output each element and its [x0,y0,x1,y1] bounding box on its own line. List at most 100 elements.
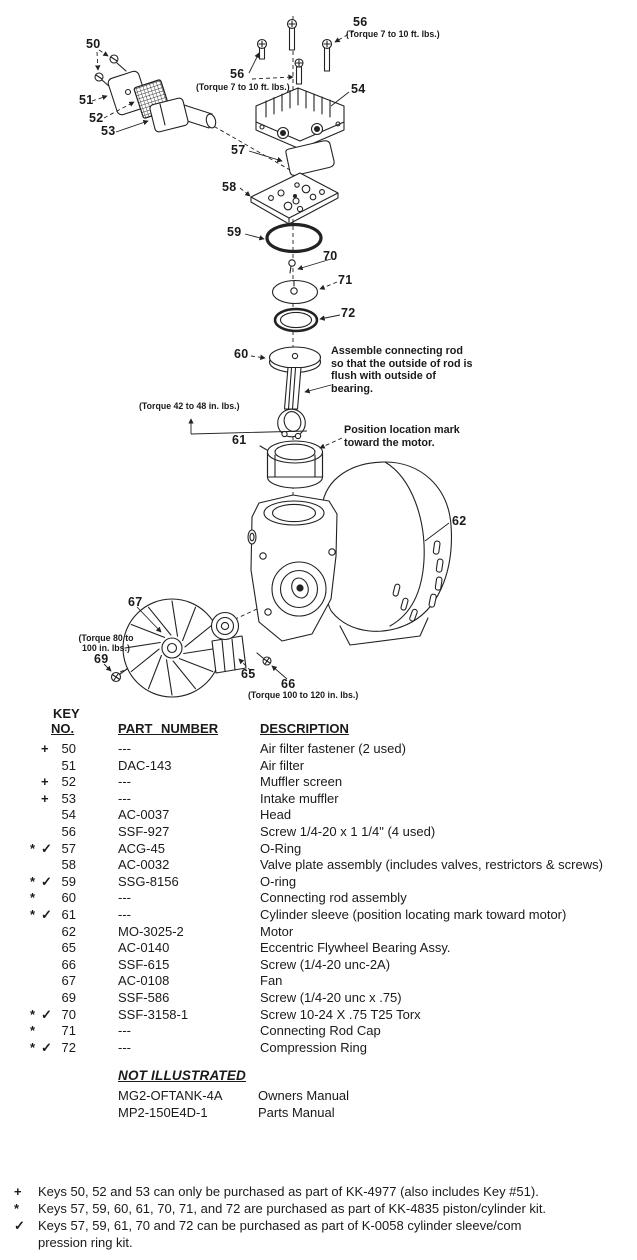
key-number: 59 [61,873,76,889]
torque-note-100-120: (Torque 100 to 120 in. lbs.) [248,690,359,700]
table-row: *✓61---Cylinder sleeve (position locatin… [0,907,637,924]
callout-67: 67 [128,595,143,609]
flag-star: * [30,873,36,889]
part-69-screw [110,668,128,683]
flag-star [30,857,41,874]
key-number: 51 [61,757,76,773]
key-number: 70 [61,1006,76,1022]
table-row: * 60 --- Connecting rod assembly [0,890,637,907]
callout-72: 72 [341,306,356,320]
part-description: Connecting rod assembly [260,890,407,906]
part-59-o-ring [265,222,323,254]
flag-mark [41,824,54,841]
part-number: DAC-143 [118,757,172,773]
part-description: Compression Ring [260,1039,367,1055]
footnotes: + Keys 50, 52 and 53 can only be purchas… [14,1184,620,1252]
part-67-fan [122,598,222,698]
part-60-connecting-rod [268,346,322,440]
footnote-text-line2: pression ring kit. [38,1234,133,1250]
part-number: AC-0037 [118,807,170,823]
part-description: Parts Manual [258,1104,335,1120]
key-number: 57 [61,840,76,856]
flag-mark [41,924,54,941]
flag-star: * [30,1006,36,1022]
part-number: SSF-615 [118,956,170,972]
callout-54: 54 [351,82,366,96]
part-70-screw [288,259,296,274]
flag-star [30,774,41,791]
part-65-eccentric-bearing [210,611,247,674]
flag-star [30,807,41,824]
key-number: 58 [61,857,76,873]
callout-50: 50 [86,37,101,51]
flag-star: * [30,890,36,906]
part-number: SSF-586 [118,989,170,1005]
torque-note-7-10-mid: (Torque 7 to 10 ft. lbs.) [196,82,290,92]
flag-mark: + [41,741,49,756]
header-part-number: PART NUMBER [118,721,219,736]
part-number: --- [118,790,131,806]
key-number: 54 [61,807,76,823]
part-description: Owners Manual [258,1088,350,1103]
part-description: Air filter fastener (2 used) [260,741,406,756]
table-row: +53---Intake muffler [0,791,637,808]
part-number: AC-0032 [118,857,170,873]
part-57-o-ring-gasket [285,140,335,176]
torque-note-80-100: (Torque 80 to 100 in. lbs.) [78,633,134,653]
footnote-text: Keys 57, 59, 60, 61, 70, 71, and 72 are … [38,1201,547,1216]
header-key-line2: NO. [51,721,75,736]
callout-71: 71 [338,273,353,287]
table-row: *✓72---Compression Ring [0,1040,637,1057]
callout-52: 52 [89,111,104,125]
part-description: Cylinder sleeve (position locating mark … [260,906,567,922]
part-description: Screw 1/4-20 x 1 1/4" (4 used) [260,823,436,839]
not-illustrated-row: MP2-150E4D-1 Parts Manual [118,1105,349,1122]
callout-59: 59 [227,225,242,239]
flag-star: * [30,840,36,856]
part-description: Intake muffler [260,790,339,806]
key-number: 62 [61,923,76,939]
part-description: Screw 10-24 X .75 T25 Torx [260,1006,421,1022]
flag-star: * [30,1023,36,1039]
key-number: 60 [61,890,76,906]
part-number: SSF-927 [118,823,170,839]
part-description: Muffler screen [260,774,343,790]
part-description: Motor [260,923,294,939]
flag-star [30,940,41,957]
flag-mark [41,758,54,775]
flag-star [30,957,41,974]
part-50-air-filter-fasteners [94,54,127,89]
flag-mark [41,857,54,874]
key-number: 56 [61,823,76,839]
flag-mark [41,1023,54,1040]
part-number: --- [118,1039,131,1055]
table-row: 56 SSF-927 Screw 1/4-20 x 1 1/4" (4 used) [0,824,637,841]
part-56-head-screws [256,18,333,85]
part-description: Connecting Rod Cap [260,1023,381,1039]
part-number: --- [118,741,131,756]
flag-mark: ✓ [41,873,52,889]
parts-table-header: KEY NO. PART NUMBER DESCRIPTION [0,704,637,741]
callout-leader-lines [91,30,450,680]
part-number: SSF-3158-1 [118,1006,189,1022]
torque-note-42-48: (Torque 42 to 48 in. lbs.) [139,401,240,411]
flag-mark [41,973,54,990]
flag-star [30,741,41,758]
part-72-compression-ring [273,307,319,333]
key-number: 72 [61,1039,76,1055]
part-description: Air filter [260,757,305,773]
flag-mark: ✓ [41,1006,52,1022]
callout-60: 60 [234,347,249,361]
footnote-text: Keys 50, 52 and 53 can only be purchased… [38,1184,539,1199]
part-number: --- [118,890,131,906]
part-description: Fan [260,973,283,989]
part-number: SSG-8156 [118,873,179,889]
part-number: ACG-45 [118,840,165,856]
key-number: 66 [61,956,76,972]
not-illustrated-title: NOT ILLUSTRATED [118,1068,246,1083]
note-assemble-rod: Assemble connecting rod so that the outs… [331,345,473,395]
